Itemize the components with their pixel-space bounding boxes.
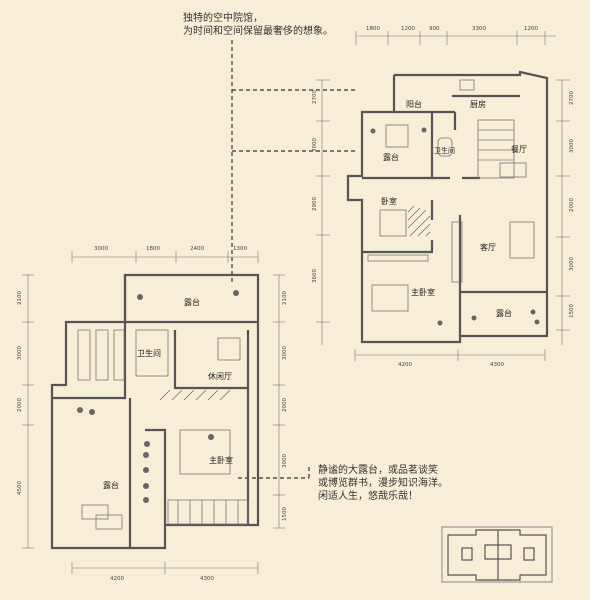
upper-dim-right-1: 2700 xyxy=(569,91,575,105)
lower-dimension-lines xyxy=(22,251,285,574)
lower-dim-top-3: 2400 xyxy=(190,246,204,252)
upper-dim-left-2: 3000 xyxy=(312,138,318,152)
upper-dim-right-3: 2000 xyxy=(569,198,575,212)
upper-dimension-labels: 1800 1200 900 3300 1200 2700 3000 2900 3… xyxy=(312,26,575,368)
bottom-caption-line-1: 静谧的大露台，或品茗谈笑 xyxy=(318,465,438,476)
bottom-caption-line-2: 或博览群书，漫步知识海洋。 xyxy=(318,478,448,489)
lower-dim-right-2: 3000 xyxy=(282,346,288,360)
upper-fixtures xyxy=(367,79,535,312)
lower-dim-top-2: 1800 xyxy=(146,246,160,252)
upper-dim-bottom-2: 4300 xyxy=(490,362,504,368)
upper-dim-right-2: 3000 xyxy=(569,139,575,153)
lower-dim-left-4: 4500 xyxy=(17,481,23,495)
lower-room-lutai-big: 露台 xyxy=(103,480,119,490)
upper-room-woshi: 卧室 xyxy=(381,196,397,206)
leader-lines xyxy=(231,40,356,479)
upper-room-zhuwoshi: 主卧室 xyxy=(411,287,435,297)
lower-room-xiuxianting: 休闲厅 xyxy=(208,371,232,381)
lower-dim-left-3: 2000 xyxy=(17,398,23,412)
lower-dim-left-2: 3000 xyxy=(17,346,23,360)
bottom-caption-line-3: 闲适人生，悠哉乐哉！ xyxy=(318,491,418,502)
top-caption-line-2: 为时间和空间保留最奢侈的想象。 xyxy=(183,26,333,37)
upper-room-lutai-small: 露台 xyxy=(383,152,399,162)
upper-room-canting: 餐厅 xyxy=(511,145,527,154)
lower-dim-right-4: 3000 xyxy=(282,454,288,468)
lower-dim-right-3: 2000 xyxy=(282,398,288,412)
upper-dim-top-1: 1800 xyxy=(366,26,380,32)
upper-dim-top-2: 1200 xyxy=(401,26,415,32)
lower-dim-left-1: 2100 xyxy=(17,291,23,305)
lower-fixtures xyxy=(77,329,249,530)
top-caption-line-1: 独特的空中院馆， xyxy=(183,13,263,24)
bottom-caption: 静谧的大露台，或品茗谈笑 或博览群书，漫步知识海洋。 闲适人生，悠哉乐哉！ xyxy=(318,464,448,503)
upper-floor-plan xyxy=(316,31,570,361)
upper-walls xyxy=(346,70,549,344)
upper-dim-top-5: 1200 xyxy=(524,26,538,32)
lower-hatching xyxy=(159,389,231,401)
upper-room-weishengjian: 卫生间 xyxy=(434,146,455,155)
lower-dim-right-5: 1500 xyxy=(282,507,288,521)
upper-plants xyxy=(370,127,540,326)
lower-room-zhuwoshi: 主卧室 xyxy=(209,455,233,465)
lower-dim-right-1: 2100 xyxy=(282,291,288,305)
upper-hatching xyxy=(407,205,431,237)
upper-room-chufang: 厨房 xyxy=(470,99,486,109)
upper-room-lutai: 露台 xyxy=(496,308,512,318)
upper-dim-top-3: 900 xyxy=(429,26,440,32)
lower-room-lutai-top: 露台 xyxy=(184,297,200,307)
upper-dim-right-5: 1500 xyxy=(569,304,575,318)
upper-dim-left-4: 3600 xyxy=(312,269,318,283)
room-labels: 阳台 厨房 露台 卫生间 餐厅 卧室 客厅 主卧室 露台 露台 卫生间 休闲厅 … xyxy=(103,99,527,490)
upper-room-yangtai: 阳台 xyxy=(406,99,422,109)
lower-floor-plan xyxy=(22,251,285,574)
lower-dim-top-1: 3000 xyxy=(94,246,108,252)
top-caption: 独特的空中院馆， 为时间和空间保留最奢侈的想象。 xyxy=(183,12,333,38)
upper-room-keting: 客厅 xyxy=(480,242,496,252)
upper-dim-left-3: 2900 xyxy=(312,197,318,211)
upper-dimension-lines xyxy=(316,31,570,361)
lower-dim-bottom-1: 4200 xyxy=(110,576,124,582)
building-keyplan-icon xyxy=(441,526,553,583)
upper-dim-left-1: 2700 xyxy=(312,90,318,104)
upper-dim-bottom-1: 4200 xyxy=(398,362,412,368)
lower-dim-bottom-2: 4300 xyxy=(200,576,214,582)
lower-walls xyxy=(50,273,260,550)
lower-plants xyxy=(77,290,239,503)
upper-dim-top-4: 3300 xyxy=(472,26,486,32)
lower-room-weishengjian: 卫生间 xyxy=(137,348,161,358)
lower-dim-top-4: 1300 xyxy=(233,246,247,252)
lower-dimension-labels: 3000 1800 2400 1300 2100 3000 2000 4500 … xyxy=(17,246,288,582)
upper-dim-right-4: 3000 xyxy=(569,257,575,271)
